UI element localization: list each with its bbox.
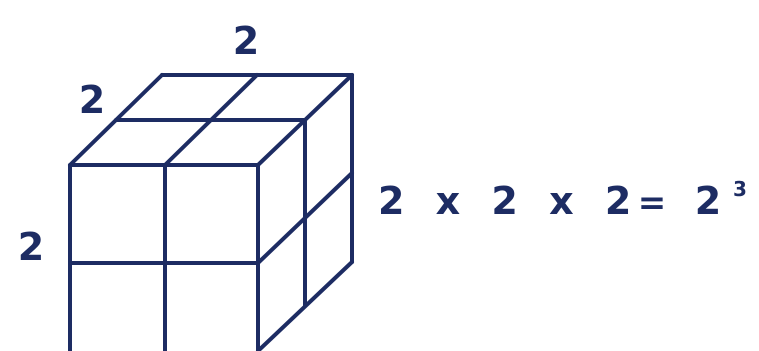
cube-2x2x2 xyxy=(68,73,354,351)
side-face-mid-diagonal xyxy=(256,171,354,265)
side-face xyxy=(256,73,354,351)
equation-base: 2 xyxy=(695,179,721,223)
equation-equals: = xyxy=(638,183,667,223)
equation-exponent: 3 xyxy=(733,177,747,201)
front-face xyxy=(68,163,260,351)
equation-lhs: 2 x 2 x 2 xyxy=(378,179,640,223)
height-label: 2 xyxy=(18,225,44,269)
equation: 2 x 2 x 2 = 2 3 xyxy=(378,177,747,223)
depth-label: 2 xyxy=(79,78,105,122)
top-face xyxy=(68,73,354,167)
top-face-mid-diagonal xyxy=(163,73,259,167)
width-label: 2 xyxy=(233,19,259,63)
